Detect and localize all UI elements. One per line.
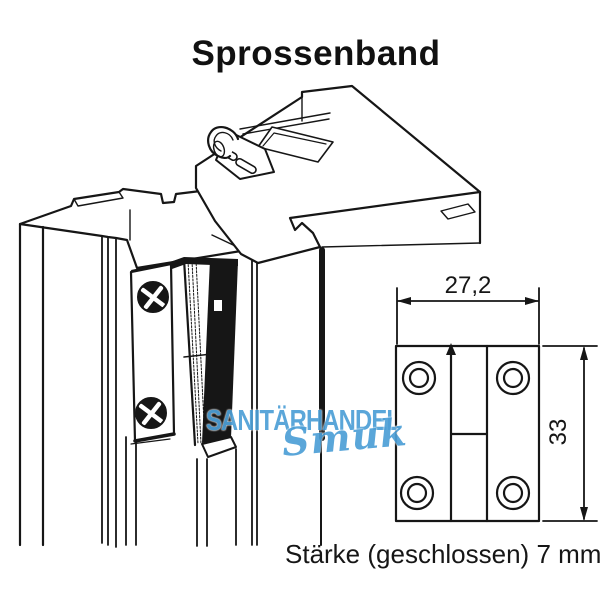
isometric-view [18, 84, 482, 548]
sprosse-pocket [257, 126, 334, 163]
hinge-knuckle-foot [201, 436, 237, 458]
hinge-plate-bottom-line [130, 438, 171, 445]
sprosse-pocket-inner [262, 132, 327, 147]
hinge-knuckle-edge [182, 257, 197, 447]
width-dimension-label: 27,2 [445, 272, 492, 299]
frame-post-edges [18, 222, 45, 547]
thickness-caption: Stärke (geschlossen) 7 mm [285, 539, 600, 569]
hinge-curl-inner [213, 131, 234, 152]
phillips-screw-icon [135, 397, 167, 429]
height-dimension [542, 345, 598, 522]
hinge-curl-opening [212, 140, 226, 158]
watermark-line1: SANITÄRHANDEL [206, 405, 401, 437]
hinge-knuckle-dark-side [202, 259, 238, 443]
center-tick-arrow [446, 343, 456, 355]
hinge-pin-continuation [196, 448, 237, 547]
page-title: Sprossenband [191, 34, 441, 73]
hinge-curl [207, 126, 240, 159]
sprosse-front-bottom-edge [195, 91, 481, 248]
column-edges [251, 260, 258, 546]
sprosse-right-sliver [440, 203, 476, 220]
hinge-leaf-lines [449, 344, 489, 523]
screw-holes [399, 360, 531, 511]
hinge-knuckle-notch [214, 300, 222, 311]
width-dimension [396, 287, 540, 345]
front-view-dimension-drawing: 27,2 33 [394, 272, 598, 523]
hinge-plate-bottom-shadow [133, 432, 176, 443]
frame-post-step-lines [73, 191, 251, 254]
phillips-screw-icon [137, 281, 169, 313]
sash-vertical-edges [101, 235, 137, 548]
height-dimension-label: 33 [545, 419, 572, 446]
sprosse-pocket-lines [239, 112, 331, 135]
